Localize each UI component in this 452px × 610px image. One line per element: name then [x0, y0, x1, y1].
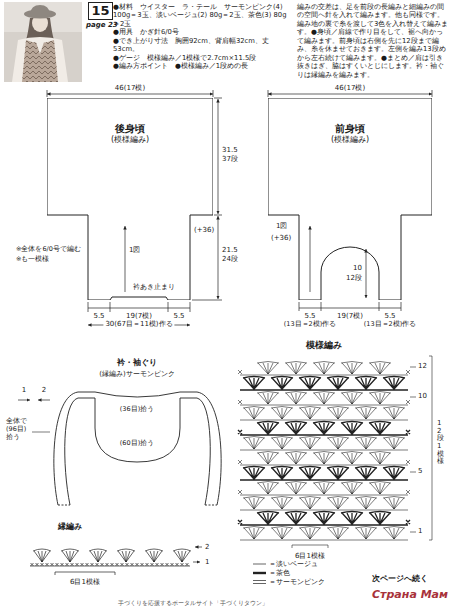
- stitch-row: [240, 407, 408, 421]
- label: 5: [418, 467, 422, 475]
- label: 30(67目＝11模)作る: [103, 320, 174, 328]
- instruction-text: ●用具 かぎ針6/0号: [113, 28, 291, 36]
- label: 37段: [222, 155, 238, 163]
- piece-title: 15: [91, 3, 109, 20]
- label: 31.5: [222, 146, 238, 154]
- label: 2: [42, 386, 46, 394]
- stitch-chart: [238, 356, 432, 548]
- label: 衿あき止まり: [133, 284, 175, 292]
- node-text: 15: [91, 3, 109, 20]
- label: 12: [418, 362, 427, 370]
- label: 10: [418, 392, 427, 400]
- label: (+36): [271, 234, 291, 242]
- piece-title: 後身頃: [47, 122, 213, 135]
- stitch-row: [240, 527, 408, 541]
- label: 12段: [346, 274, 362, 282]
- instruction-text: ●編み方ポイント ●模様編み／1段めの長: [113, 62, 291, 70]
- label: 5.5: [173, 312, 184, 320]
- label: 46(17模): [335, 84, 365, 92]
- dimension-lines: [47, 90, 432, 325]
- label: (縁編み)サーモンピンク: [99, 370, 174, 378]
- piece-title: 前身頃: [268, 122, 432, 135]
- node-text: 前身頃(模様編み): [268, 98, 432, 145]
- front-piece: 前身頃(模様編み): [268, 98, 432, 300]
- stitch-row: [238, 452, 410, 466]
- label: (36目)拾う: [120, 406, 154, 414]
- instruction-text: ●ゲージ 模様編み／1模様で2.7cm×11.5段: [113, 54, 291, 62]
- label: (+36): [194, 226, 214, 234]
- label: 模様編み: [306, 340, 342, 350]
- stitch-row: [240, 467, 408, 481]
- label: (60目)拾う: [120, 440, 154, 448]
- stitch-row: [238, 482, 410, 496]
- stitch-note: (模様編み): [268, 135, 432, 145]
- label: 全体で(96目)拾う: [6, 418, 32, 441]
- legend-text: ＝茶色: [269, 569, 290, 577]
- label: 衿・袖ぐり: [117, 358, 157, 368]
- label: ※も一模様: [16, 256, 49, 264]
- stitch-row: [240, 377, 408, 391]
- instruction-text: ●でき上がり寸法 胸囲92cm、背肩幅32cm、丈53cm。: [113, 37, 291, 54]
- label: 5.5: [304, 312, 315, 320]
- legend-samples: [253, 564, 266, 584]
- text-column: ●材料 ウイスター ラ・テール サーモンピンク(4) 100g＝3玉、淡いベージ…: [113, 3, 291, 71]
- label: 10: [353, 264, 362, 272]
- label: ※全体を6/0号で編む: [16, 246, 81, 254]
- label: page 23: [86, 21, 118, 29]
- label: 6目1模様: [70, 578, 100, 586]
- label: 縁編み: [58, 522, 82, 532]
- instruction-text: 編みの交差は、足を前段の長編みと細編みの間の空間へ針を入れて編みます。他も同様で…: [297, 3, 449, 79]
- text-column: 編みの交差は、足を前段の長編みと細編みの間の空間へ針を入れて編みます。他も同様で…: [297, 3, 449, 79]
- label: 6目1模様: [295, 552, 325, 560]
- figure-number-box: 15: [88, 2, 113, 20]
- label: 手づくりを応援するポータルサイト「手づくりタウン」: [118, 600, 268, 607]
- label: (13目＝2模)作る: [284, 321, 336, 329]
- label: 1: [205, 558, 209, 566]
- vertical-label: 12段1模様: [437, 420, 444, 466]
- label: 次ページへ続く: [372, 574, 428, 584]
- stitch-row: [238, 392, 410, 406]
- label: 1図: [129, 246, 140, 254]
- label: 19(7模): [337, 312, 363, 320]
- neckline-armhole-diagram: [18, 392, 221, 505]
- legend-text: ＝淡いベージュ: [269, 560, 318, 568]
- stitch-row: [240, 437, 408, 451]
- label: 21.5: [222, 246, 238, 254]
- stitch-row: [238, 422, 410, 436]
- legend-text: ＝サーモンピンク: [269, 578, 325, 586]
- label: (13目＝2模)作る: [364, 321, 416, 329]
- node-text: 後身頃(模様編み): [47, 98, 213, 145]
- edging-chart: [30, 547, 202, 575]
- label: 1図: [276, 222, 287, 230]
- stitch-note: (模様編み): [47, 135, 213, 145]
- stitch-row: [238, 362, 410, 376]
- back-piece: 後身頃(模様編み): [47, 98, 213, 300]
- instruction-text: ●材料 ウイスター ラ・テール サーモンピンク(4) 100g＝3玉、淡いベージ…: [113, 3, 291, 28]
- label: 1: [22, 386, 26, 394]
- label: 5.5: [384, 312, 395, 320]
- label: 24段: [222, 255, 238, 263]
- label: 2: [205, 543, 209, 551]
- label: 1: [418, 527, 422, 535]
- watermark: Страна Мам: [372, 588, 448, 601]
- stitch-row: [238, 512, 410, 526]
- label: 46(17模): [115, 84, 145, 92]
- stitch-row: [240, 497, 408, 511]
- model-photo: [4, 2, 82, 82]
